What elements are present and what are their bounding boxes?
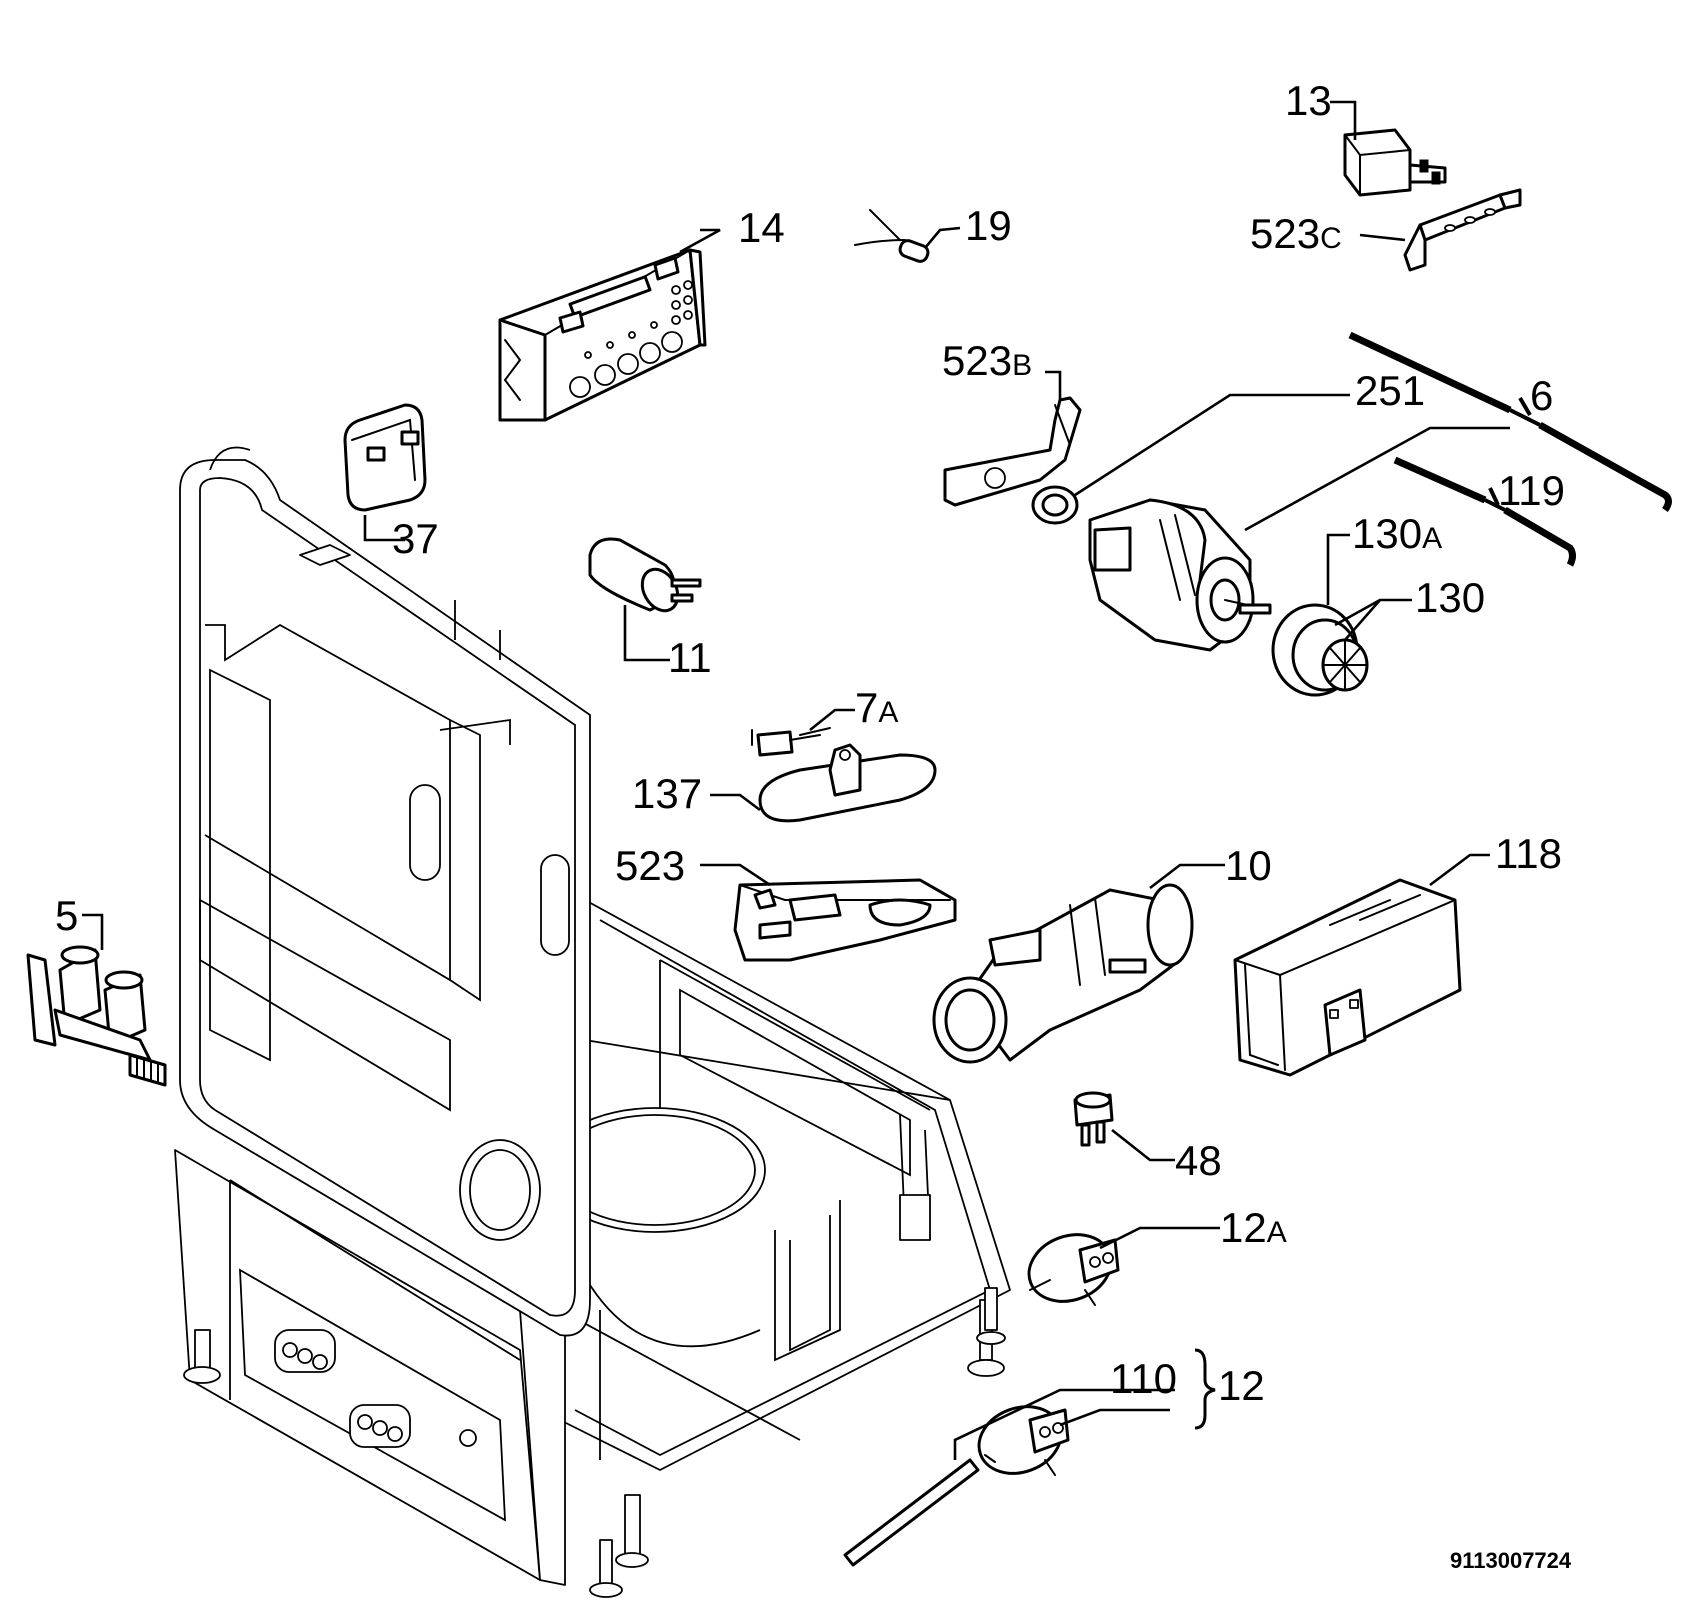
label-137: 137 [632,770,702,817]
label-6: 6 [1530,372,1553,419]
label-37: 37 [392,515,439,562]
label-110: 110 [1110,1355,1177,1402]
label-13: 13 [1285,77,1332,124]
label-19: 19 [965,202,1012,249]
part-137-float [758,743,937,823]
part-10-heater [932,883,1194,1064]
label-5: 5 [55,892,78,939]
part-523-sump-housing [733,878,957,962]
label-251: 251 [1355,367,1425,414]
part-523c-bracket [1403,188,1522,272]
part-37-capacitor-box [343,403,427,512]
leader-lines [82,100,1510,1460]
label-12: 12 [1218,1362,1265,1409]
part-13-switch [1343,128,1447,197]
part-5-water-valve [26,945,167,1087]
part-labels: 13 14 19 523C 523B 251 6 119 130A 130 37… [55,77,1572,1573]
label-12a: 12A [1220,1204,1287,1251]
label-523: 523 [615,842,685,889]
label-130a: 130A [1352,510,1442,557]
part-118-softener [1233,878,1462,1077]
label-11: 11 [668,634,712,681]
label-14: 14 [738,204,785,251]
label-10: 10 [1225,842,1272,889]
label-118: 118 [1495,830,1562,877]
label-130: 130 [1415,574,1485,621]
label-7a: 7A [855,684,898,731]
part-12a-pressure-switch [1027,1233,1120,1306]
label-48: 48 [1175,1137,1222,1184]
part-7a-float-switch [751,727,831,757]
part-6-circulation-motor [1088,498,1272,652]
part-14-control-module [498,248,707,422]
label-523b: 523B [942,337,1032,384]
label-523c: 523C [1250,210,1342,257]
dishwasher-frame [174,446,1011,1598]
part-19-sensor [854,209,930,263]
part-11-capacitor [588,537,702,613]
part-130-impeller [1271,603,1369,697]
control-module-buttons [569,280,693,398]
label-119: 119 [1498,467,1565,514]
part-12-pressure-switch-assembly [843,1405,1070,1567]
braces [1194,331,1672,1430]
part-48-thermostat [1073,1091,1114,1147]
part-523b-bracket [943,396,1082,507]
document-number: 9113007724 [1450,1548,1572,1573]
part-251-seal [1031,485,1079,525]
